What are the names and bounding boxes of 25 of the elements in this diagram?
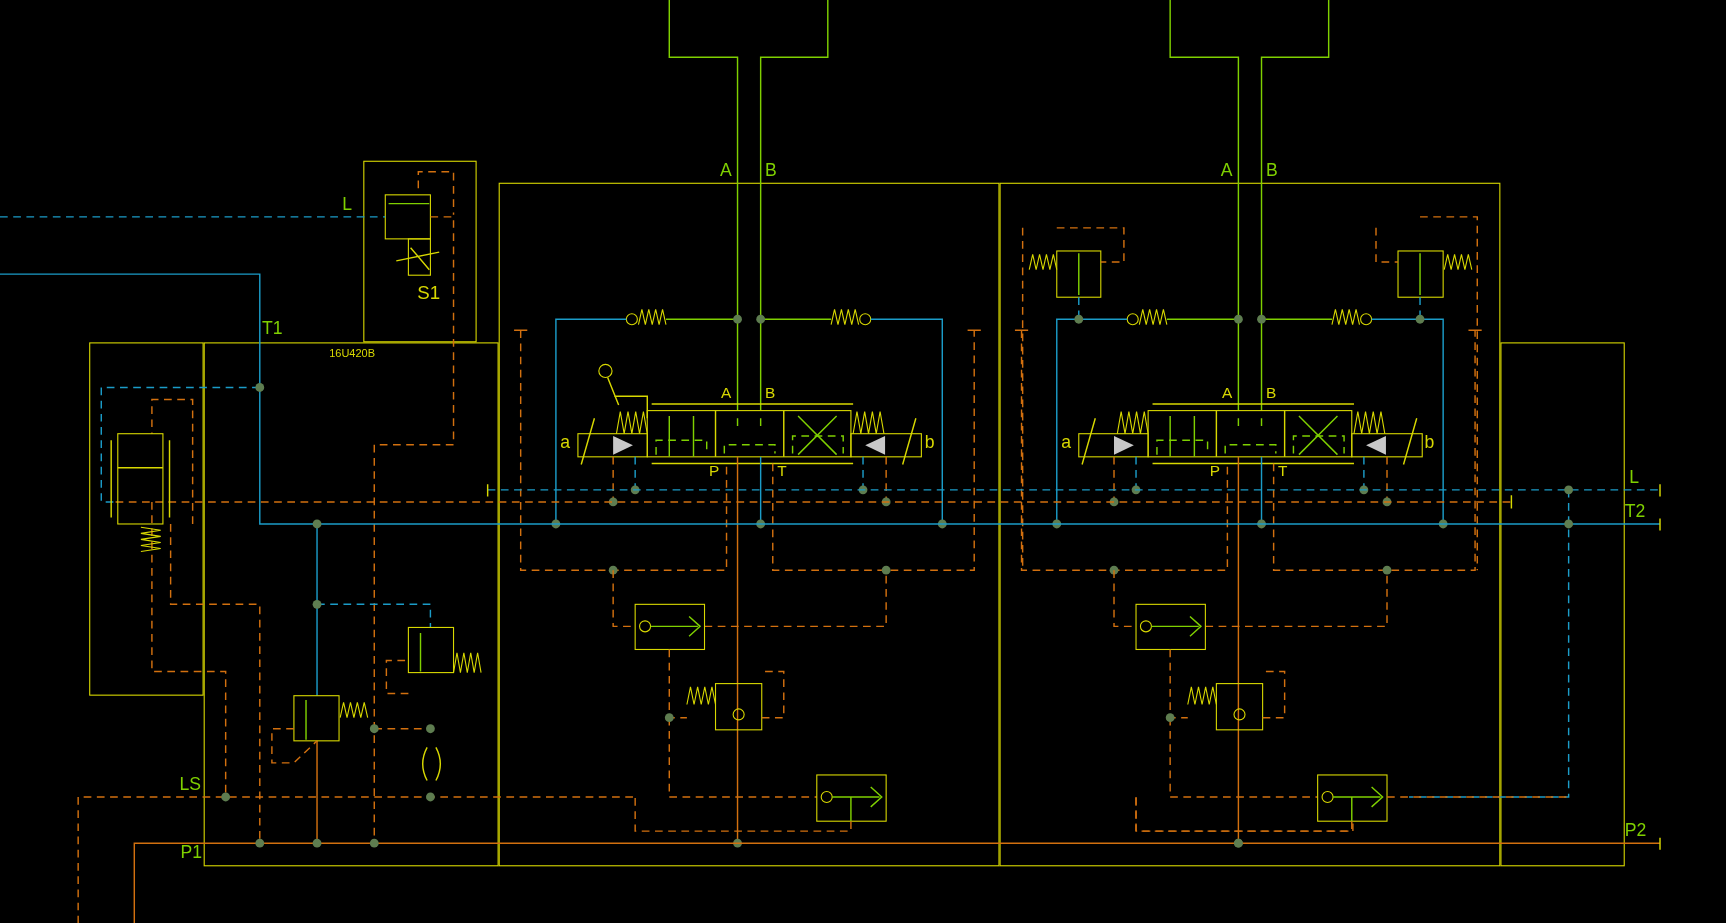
port-label: A <box>721 385 732 401</box>
port-label: B <box>1265 161 1278 180</box>
port-label: 16U420B <box>329 347 376 359</box>
port-label: a <box>1061 433 1071 452</box>
port-label: A <box>719 161 732 180</box>
port-label: B <box>1265 385 1277 401</box>
port-label: b <box>924 433 935 452</box>
port-label: B <box>765 161 777 180</box>
port-label: P1 <box>180 843 203 861</box>
port-label: T1 <box>262 319 283 337</box>
port-label: L <box>1629 468 1639 487</box>
port-label: a <box>560 433 571 452</box>
port-label: B <box>765 385 776 401</box>
port-label: A <box>1221 385 1233 401</box>
port-label: T <box>1278 462 1288 478</box>
port-label: b <box>1424 433 1435 452</box>
port-label: P2 <box>1624 821 1647 839</box>
port-label: P <box>708 462 720 478</box>
port-label: T2 <box>1624 503 1646 521</box>
port-label: L <box>342 195 353 214</box>
port-label: A <box>1220 161 1233 180</box>
port-label: T <box>777 462 787 478</box>
port-label: LS <box>179 776 201 794</box>
port-label: S1 <box>417 284 441 303</box>
port-label: P <box>1209 462 1221 478</box>
